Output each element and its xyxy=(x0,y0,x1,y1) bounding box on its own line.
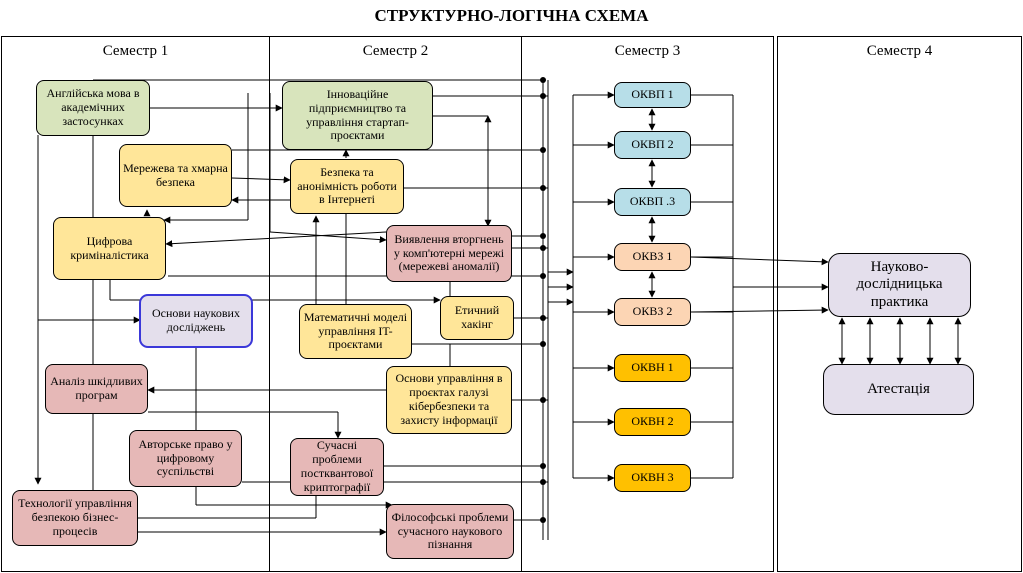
semester-3-header: Семестр 3 xyxy=(614,43,681,59)
course-philosophy: Філософські проблеми сучасного наукового… xyxy=(386,504,514,559)
diagram-title: СТРУКТУРНО-ЛОГІЧНА СХЕМА xyxy=(374,6,649,25)
course-okvz1: ОКВЗ 1 xyxy=(614,243,691,271)
semester-3-column xyxy=(521,36,774,572)
course-okvp1: ОКВП 1 xyxy=(614,82,691,108)
course-attestation: Атестація xyxy=(823,364,974,415)
course-okvz2: ОКВЗ 2 xyxy=(614,298,691,326)
course-ethical-hacking: Етичний хакінг xyxy=(440,296,514,340)
course-okvp2: ОКВП 2 xyxy=(614,131,691,159)
semester-4-column xyxy=(777,36,1022,572)
course-okvn3: ОКВН 3 xyxy=(614,464,691,492)
course-business-processes: Технології управління безпекою бізнес-пр… xyxy=(12,490,138,546)
course-forensics: Цифрова криміналістика xyxy=(53,217,166,280)
course-copyright: Авторське право у цифровому суспільстві xyxy=(129,430,242,487)
course-postquantum: Сучасні проблеми постквантової криптогра… xyxy=(290,438,384,496)
course-english: Англійська мова в академічних застосунка… xyxy=(36,80,150,136)
course-practice: Науково-дослідницька практика xyxy=(828,253,971,317)
course-okvp3: ОКВП .3 xyxy=(614,188,691,216)
course-network-security: Мережева та хмарна безпека xyxy=(119,144,232,207)
course-project-mgmt: Основи управління в проєктах галузі кібе… xyxy=(386,366,512,434)
semester-4-header: Семестр 4 xyxy=(866,43,933,59)
course-anonymity: Безпека та анонімність роботи в Інтернет… xyxy=(290,159,404,214)
course-innovation: Інноваційне підприємництво та управління… xyxy=(282,81,433,150)
course-research: Основи наукових досліджень xyxy=(140,295,252,347)
semester-1-header: Семестр 1 xyxy=(102,43,169,59)
course-okvn1: ОКВН 1 xyxy=(614,354,691,382)
course-intrusion: Виявлення вторгнень у комп'ютерні мережі… xyxy=(386,225,512,282)
course-math-models: Математичні моделі управління IT-проєкта… xyxy=(299,304,412,359)
course-malware: Аналіз шкідливих програм xyxy=(45,364,148,414)
course-okvn2: ОКВН 2 xyxy=(614,408,691,436)
semester-2-header: Семестр 2 xyxy=(362,43,429,59)
